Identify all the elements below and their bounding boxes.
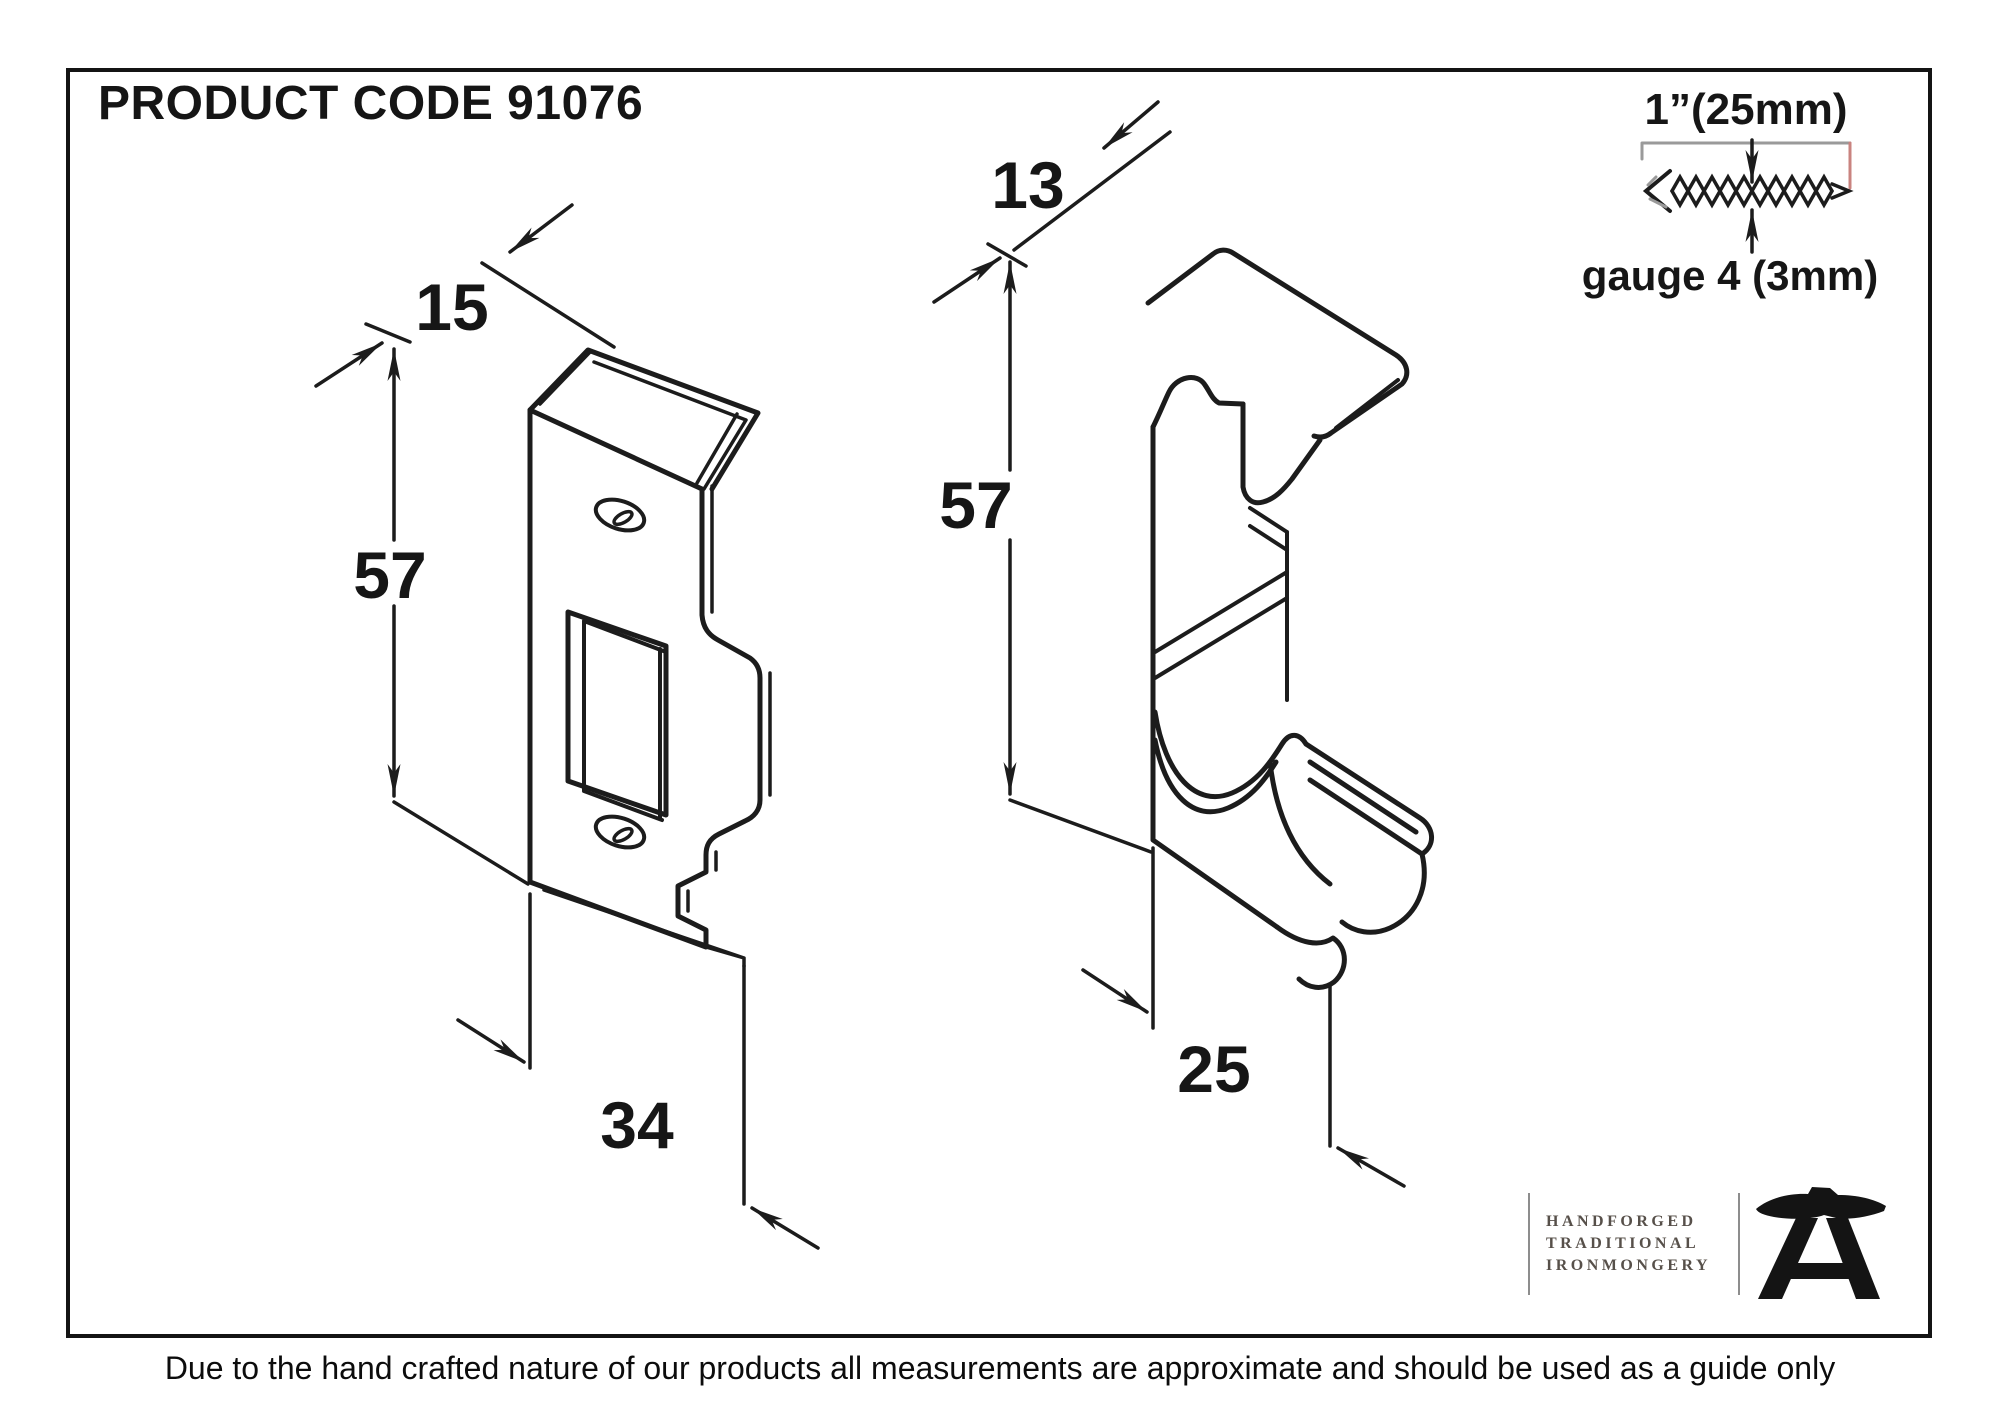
screw-head-detail (1646, 175, 1668, 209)
screw-dim-bracket (1640, 141, 1852, 161)
logo-rule-right (1738, 1193, 1740, 1295)
dim-57-left-leader (314, 341, 384, 388)
dim-57-left-label: 57 (353, 538, 426, 612)
dim-25-label: 25 (1177, 1032, 1250, 1106)
dim-34-arrow-left (456, 1018, 526, 1064)
latch-aperture-depth (582, 619, 668, 822)
dim-13-label: 13 (991, 148, 1064, 222)
screw-hole-top-slot (612, 509, 634, 527)
dim-57-right-ext-bottom (1008, 798, 1153, 854)
rebate-fold-band (1153, 570, 1289, 680)
dim-15-arrow (508, 203, 574, 254)
screw-head (1642, 169, 1672, 213)
measurement-disclaimer: Due to the hand crafted nature of our pr… (164, 1350, 1836, 1386)
screw-hole-bottom-slot (612, 826, 634, 844)
rebate-pocket-rims (1152, 709, 1309, 815)
screw-hole-top (593, 497, 647, 533)
dim-15-line (480, 261, 616, 349)
dim-13-line (1012, 130, 1172, 252)
plate-flange (527, 347, 761, 492)
dim-25-arrow-left (1081, 968, 1149, 1014)
product-code-title: PRODUCT CODE 91076 (98, 77, 644, 130)
rebate-pocket-lip (1303, 741, 1434, 857)
plate-thickness-lines (542, 484, 772, 968)
rebate-pocket-curls (1267, 759, 1427, 990)
dim-57-right-ext-top (986, 242, 1028, 268)
screw-length-label: 1”(25mm) (1645, 85, 1848, 134)
brand-logo: HANDFORGED TRADITIONAL IRONMONGERY (1528, 1184, 1892, 1304)
strike-plate-figure (314, 203, 820, 1250)
dim-57-left-ext-top (364, 322, 412, 344)
dim-34-label: 34 (600, 1088, 674, 1162)
plate-outline (527, 407, 763, 950)
logo-line-1: HANDFORGED (1546, 1213, 1697, 1230)
dim-15-label: 15 (415, 270, 488, 344)
dim-57-right-leader (932, 256, 1002, 304)
rebate-window-lines (1248, 506, 1289, 702)
dim-13-arrow (1102, 100, 1160, 150)
rebate-component-figure (932, 100, 1434, 1188)
screw-tip (1830, 182, 1854, 200)
dim-57-left-ext-bottom (392, 800, 530, 886)
logo-line-3: IRONMONGERY (1546, 1257, 1712, 1274)
rebate-flange (1145, 247, 1410, 440)
dim-57-right-label: 57 (939, 468, 1012, 542)
screw-spec (1640, 138, 1854, 254)
screw-gauge-label: gauge 4 (3mm) (1582, 252, 1878, 299)
screw-thread-lower (1670, 187, 1834, 209)
logo-line-2: TRADITIONAL (1546, 1235, 1700, 1252)
dim-25-arrow-right (1336, 1146, 1406, 1188)
plate-flange-detail (538, 350, 748, 491)
dim-34-arrow-right (750, 1206, 820, 1250)
rebate-arch-cutout (1150, 375, 1246, 430)
rebate-flange-thickness (1334, 378, 1400, 430)
rebate-outline (1150, 424, 1280, 930)
rebate-face-edge (1240, 401, 1323, 506)
screw-hole-bottom (593, 814, 647, 850)
anvil-icon (1756, 1186, 1886, 1299)
drawing-border (66, 68, 1932, 1338)
logo-text: HANDFORGED TRADITIONAL IRONMONGERY (1546, 1211, 1724, 1277)
logo-rule-left (1528, 1193, 1530, 1295)
latch-aperture (565, 609, 669, 818)
